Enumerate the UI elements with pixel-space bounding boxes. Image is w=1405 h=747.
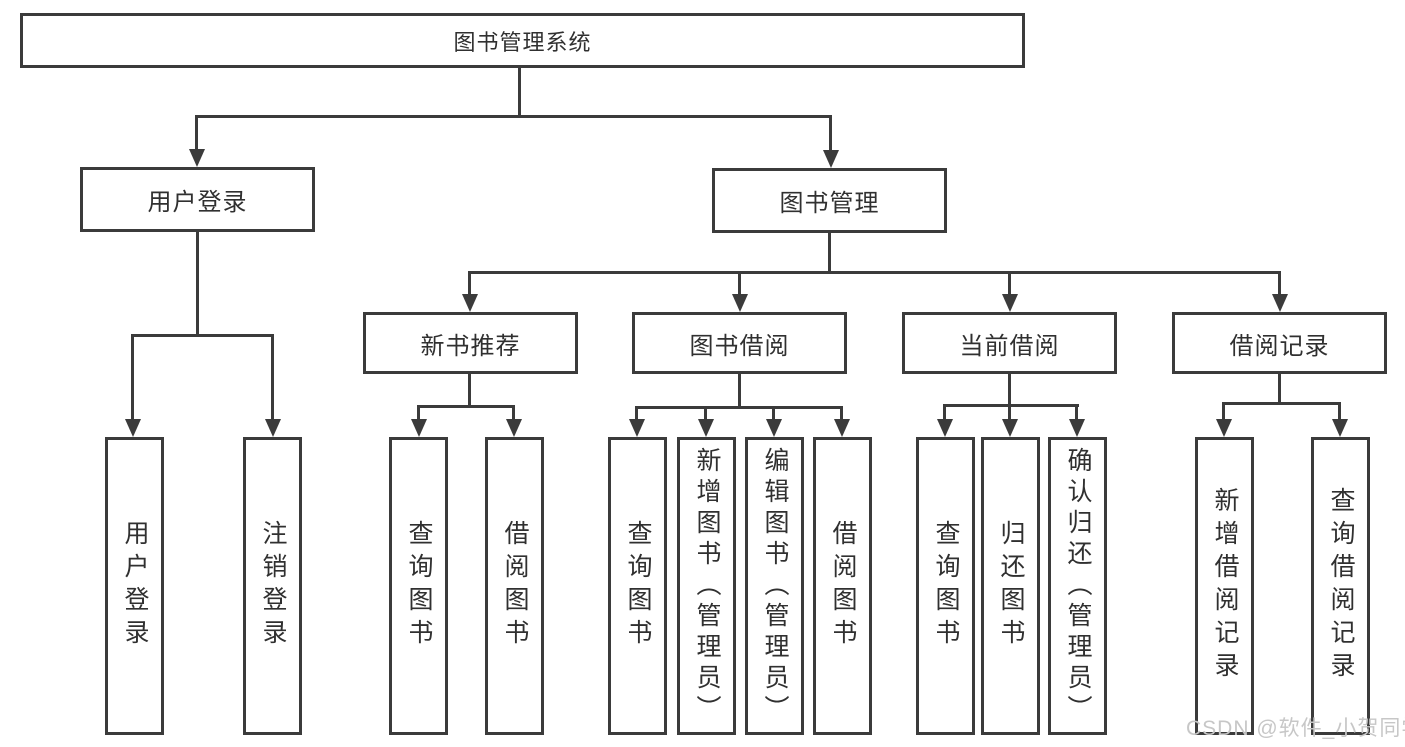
- arrow-down-br-add: [1216, 419, 1232, 437]
- node-label: 确认归还（管理员）: [1064, 446, 1092, 726]
- connector-drop-login-leaf: [131, 334, 134, 420]
- connector-drop-new-book: [468, 271, 471, 296]
- node-book-borrowing: 图书借阅: [632, 312, 847, 374]
- node-label: 编辑图书（管理员）: [761, 446, 789, 726]
- connector-user-login-split: [131, 334, 274, 337]
- arrow-down-nb-borrow: [506, 419, 522, 437]
- node-br-query-borrow-record: 查询借阅记录: [1311, 437, 1370, 735]
- connector-drop-bb-query: [635, 406, 638, 420]
- connector-drop-br-query: [1338, 402, 1341, 420]
- connector-book-management-stem: [828, 233, 831, 274]
- node-user-login: 用户登录: [80, 167, 315, 232]
- arrow-down-cb-return: [1002, 419, 1018, 437]
- node-label: 借阅图书: [501, 520, 529, 652]
- node-label: 新增借阅记录: [1211, 487, 1239, 685]
- connector-drop-nb-borrow: [512, 405, 515, 420]
- arrow-down-login-leaf: [125, 419, 141, 437]
- arrow-down-cb-query: [937, 419, 953, 437]
- node-label: 归还图书: [997, 520, 1025, 652]
- connector-drop-cb-return: [1008, 404, 1011, 420]
- connector-drop-bb-edit: [772, 406, 775, 420]
- node-nb-borrow-books: 借阅图书: [485, 437, 544, 735]
- arrow-down-book-management: [823, 150, 839, 168]
- node-label: 查询借阅记录: [1327, 487, 1355, 685]
- connector-borrow-records-split: [1222, 402, 1341, 405]
- node-label: 查询图书: [624, 520, 652, 652]
- node-cb-return-books: 归还图书: [981, 437, 1040, 735]
- arrow-down-current-borrow: [1002, 294, 1018, 312]
- arrow-down-bb-borrow: [834, 419, 850, 437]
- arrow-down-nb-query: [411, 419, 427, 437]
- node-nb-query-books: 查询图书: [389, 437, 448, 735]
- connector-root-stem: [518, 68, 521, 118]
- node-label: 图书管理: [779, 190, 880, 217]
- connector-drop-book-management: [829, 115, 832, 152]
- arrow-down-borrow-records: [1272, 294, 1288, 312]
- csdn-watermark: CSDN @软件_小贺同学: [1186, 717, 1405, 740]
- connector-borrow-records-stem: [1278, 373, 1281, 404]
- node-bb-query-books: 查询图书: [608, 437, 667, 735]
- arrow-down-new-book: [462, 294, 478, 312]
- node-current-borrowing: 当前借阅: [902, 312, 1117, 374]
- node-label: 用户登录: [121, 520, 149, 652]
- arrow-down-cb-confirm: [1069, 419, 1085, 437]
- connector-drop-cb-confirm: [1075, 404, 1078, 420]
- node-user-login-leaf: 用户登录: [105, 437, 164, 735]
- arrow-down-bb-edit: [766, 419, 782, 437]
- connector-drop-bb-borrow: [840, 406, 843, 420]
- connector-drop-nb-query: [417, 405, 420, 420]
- connector-drop-bb-add: [704, 406, 707, 420]
- node-cb-query-books: 查询图书: [916, 437, 975, 735]
- node-new-book-recommend: 新书推荐: [363, 312, 578, 374]
- connector-book-borrow-split: [635, 406, 843, 409]
- arrow-down-logout-leaf: [265, 419, 281, 437]
- connector-current-borrow-split: [943, 404, 1079, 407]
- arrow-down-user-login: [189, 149, 205, 167]
- connector-drop-borrow-records: [1278, 271, 1281, 296]
- connector-drop-br-add: [1222, 402, 1225, 420]
- connector-user-login-stem: [196, 232, 199, 337]
- node-label: 新书推荐: [420, 332, 521, 360]
- node-cb-confirm-return-admin: 确认归还（管理员）: [1048, 437, 1107, 735]
- arrow-down-book-borrow: [732, 294, 748, 312]
- node-bb-borrow-books: 借阅图书: [813, 437, 872, 735]
- connector-new-book-stem: [468, 374, 471, 408]
- node-label: 借阅图书: [829, 520, 857, 652]
- node-label: 图书管理系统: [453, 29, 592, 55]
- node-book-management: 图书管理: [712, 168, 947, 233]
- node-label: 新增图书（管理员）: [693, 446, 721, 726]
- connector-book-borrow-stem: [738, 374, 741, 408]
- arrow-down-br-query: [1332, 419, 1348, 437]
- node-label: 借阅记录: [1229, 332, 1330, 360]
- arrow-down-bb-add: [698, 419, 714, 437]
- connector-drop-user-login: [195, 115, 198, 151]
- node-library-management-system: 图书管理系统: [20, 13, 1025, 68]
- connector-drop-book-borrow: [738, 271, 741, 296]
- connector-level2-split: [196, 115, 832, 118]
- node-label: 当前借阅: [959, 332, 1060, 360]
- node-label: 查询图书: [932, 520, 960, 652]
- node-logout-leaf: 注销登录: [243, 437, 302, 735]
- connector-drop-cb-query: [943, 404, 946, 420]
- connector-drop-current-borrow: [1008, 271, 1011, 296]
- connector-drop-logout-leaf: [271, 334, 274, 420]
- connector-level3-split: [468, 271, 1281, 274]
- node-bb-edit-books-admin: 编辑图书（管理员）: [745, 437, 804, 735]
- arrow-down-bb-query: [629, 419, 645, 437]
- node-label: 查询图书: [405, 520, 433, 652]
- node-label: 用户登录: [147, 189, 248, 216]
- node-label: 注销登录: [259, 520, 287, 652]
- connector-current-borrow-stem: [1008, 374, 1011, 407]
- node-br-add-borrow-record: 新增借阅记录: [1195, 437, 1254, 735]
- connector-new-book-split: [417, 405, 515, 408]
- node-label: 图书借阅: [689, 332, 790, 360]
- node-borrowing-records: 借阅记录: [1172, 312, 1387, 374]
- node-bb-add-books-admin: 新增图书（管理员）: [677, 437, 736, 735]
